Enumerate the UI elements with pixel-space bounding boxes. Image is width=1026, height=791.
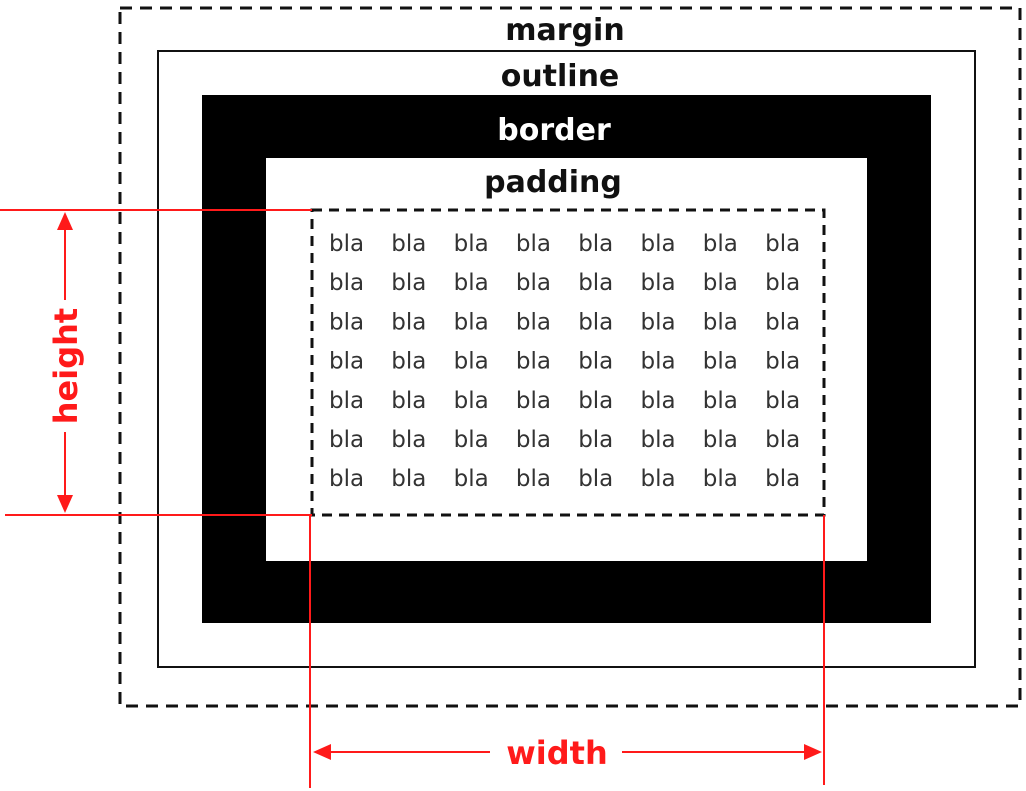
content-word: bla: [578, 231, 613, 257]
outline-label: outline: [501, 59, 620, 94]
content-word: bla: [641, 309, 676, 335]
content-word: bla: [329, 309, 364, 335]
content-word: bla: [703, 388, 738, 414]
content-word: bla: [329, 466, 364, 492]
height-label: height: [47, 308, 85, 424]
content-word: bla: [329, 427, 364, 453]
content-word: bla: [765, 309, 800, 335]
content-word: bla: [516, 427, 551, 453]
content-word: bla: [516, 270, 551, 296]
content-word: bla: [454, 231, 489, 257]
arrow-right-icon: [804, 744, 822, 760]
margin-box: [118, 6, 1022, 708]
content-word: bla: [516, 466, 551, 492]
content-word: bla: [578, 466, 613, 492]
padding-label: padding: [484, 165, 622, 200]
content-word: bla: [329, 270, 364, 296]
content-box: [310, 208, 826, 517]
content-word: bla: [454, 427, 489, 453]
content-word: bla: [703, 309, 738, 335]
content-word: bla: [516, 231, 551, 257]
content-word: bla: [765, 466, 800, 492]
content-word: bla: [765, 270, 800, 296]
content-word: bla: [641, 231, 676, 257]
width-label: width: [506, 734, 608, 772]
margin-label: margin: [505, 13, 624, 48]
content-word: bla: [765, 349, 800, 375]
content-word: bla: [703, 231, 738, 257]
arrow-down-icon: [57, 495, 73, 513]
content-word: bla: [454, 466, 489, 492]
height-dimension: height: [0, 209, 312, 516]
content-word: bla: [391, 466, 426, 492]
content-word: bla: [578, 427, 613, 453]
outline-box: [157, 50, 976, 668]
content-word: bla: [454, 270, 489, 296]
content-word: bla: [703, 270, 738, 296]
content-word: bla: [703, 427, 738, 453]
content-word: bla: [329, 349, 364, 375]
content-word: bla: [391, 427, 426, 453]
content-word: bla: [641, 270, 676, 296]
content-text: bla bla bla bla bla bla bla bla bla bla bla bla bla b…: [329, 231, 800, 492]
content-word: bla: [578, 270, 613, 296]
content-word: bla: [454, 309, 489, 335]
content-word: bla: [391, 309, 426, 335]
content-word: bla: [765, 388, 800, 414]
content-word: bla: [391, 231, 426, 257]
content-word: bla: [391, 270, 426, 296]
padding-box: [266, 158, 867, 561]
content-word: bla: [391, 388, 426, 414]
content-word: bla: [578, 388, 613, 414]
content-word: bla: [516, 388, 551, 414]
content-word: bla: [765, 231, 800, 257]
content-word: bla: [703, 466, 738, 492]
content-word: bla: [641, 349, 676, 375]
content-word: bla: [516, 309, 551, 335]
width-dimension: width: [309, 515, 825, 788]
content-word: bla: [641, 427, 676, 453]
arrow-left-icon: [313, 744, 331, 760]
content-word: bla: [329, 388, 364, 414]
content-word: bla: [578, 309, 613, 335]
content-word: bla: [454, 388, 489, 414]
content-word: bla: [703, 349, 738, 375]
content-word: bla: [454, 349, 489, 375]
border-label: border: [497, 113, 611, 148]
content-word: bla: [391, 349, 426, 375]
content-word: bla: [329, 231, 364, 257]
content-word: bla: [516, 349, 551, 375]
arrow-up-icon: [57, 212, 73, 230]
content-word: bla: [765, 427, 800, 453]
content-word: bla: [641, 388, 676, 414]
content-word: bla: [578, 349, 613, 375]
content-word: bla: [641, 466, 676, 492]
